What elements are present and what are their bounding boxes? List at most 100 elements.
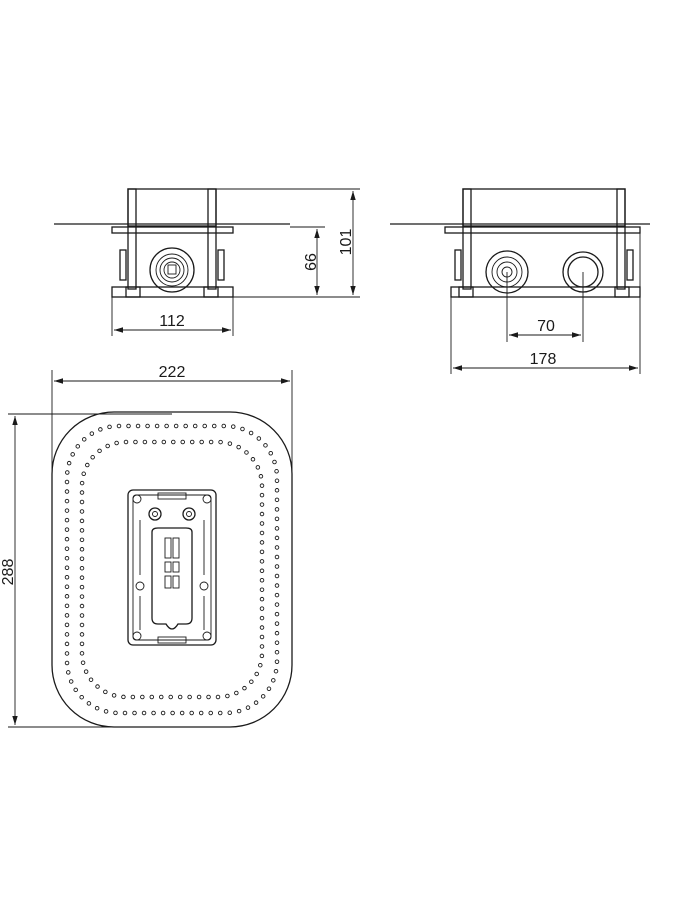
perforation-dot (259, 502, 265, 507)
perforation-dot (79, 537, 85, 543)
perforation-dot (79, 575, 85, 580)
perforation-dot (187, 694, 192, 700)
perforation-dot (211, 423, 217, 429)
perforation-dot (145, 423, 150, 429)
perforation-dot (274, 640, 280, 645)
plan-view: 222 288 (0, 364, 293, 728)
perforation-dots (64, 423, 280, 716)
perforation-dot (274, 659, 280, 664)
perforation-dot (198, 710, 204, 716)
perforation-dot (66, 670, 71, 675)
perforation-dot (274, 488, 280, 493)
perforation-dot (64, 603, 70, 609)
dimension-222: 222 (159, 364, 186, 381)
perforation-dot (240, 426, 245, 432)
perforation-dot (274, 573, 280, 579)
perforation-dot (79, 603, 85, 609)
perforation-dot (259, 540, 265, 545)
perforation-dot (142, 439, 148, 445)
perforation-dot (274, 602, 280, 607)
perforation-dot (170, 710, 175, 716)
perforation-dot (260, 694, 266, 699)
perforation-dot (86, 701, 92, 706)
perforation-dot (64, 651, 70, 656)
perforation-dot (80, 660, 86, 665)
perforation-dot (227, 710, 233, 716)
perforation-dot (227, 441, 233, 446)
perforation-dot (64, 546, 70, 551)
perforation-dot (64, 555, 70, 561)
dimension-70: 70 (537, 318, 555, 335)
perforation-dot (274, 611, 280, 617)
perforation-dot (152, 439, 157, 445)
perforation-dot (274, 516, 280, 522)
perforation-dot (90, 455, 95, 460)
perforation-dot (64, 632, 70, 637)
perforation-dot (259, 596, 265, 602)
perforation-dot (274, 469, 279, 474)
perforation-dot (133, 439, 138, 445)
perforation-dot (259, 530, 265, 536)
perforation-dot (81, 437, 87, 442)
perforation-dot (73, 687, 78, 693)
perforation-dot (231, 424, 236, 429)
dimension-112: 112 (159, 313, 185, 330)
perforation-dot (64, 565, 70, 570)
perforation-dot (263, 443, 268, 448)
perforation-dot (196, 694, 202, 700)
perforation-dot (274, 535, 280, 541)
perforation-dot (159, 694, 164, 700)
perforation-dot (79, 651, 85, 656)
perforation-dot (259, 511, 265, 517)
perforation-dot (107, 424, 112, 430)
perforation-dot (79, 499, 85, 505)
perforation-dot (179, 710, 185, 716)
perforation-dot (250, 457, 256, 462)
perforation-dot (259, 578, 265, 583)
perforation-dot (135, 423, 141, 429)
perforation-dot (130, 694, 136, 700)
dimension-178: 178 (530, 351, 557, 368)
perforation-dot (97, 448, 102, 454)
perforation-dot (114, 440, 119, 446)
perforation-dot (271, 678, 276, 683)
perforation-dot (274, 545, 280, 550)
perforation-dot (116, 423, 122, 429)
perforation-dot (95, 684, 100, 689)
perforation-dot (189, 710, 194, 716)
perforation-dot (64, 489, 70, 494)
perforation-dot (273, 668, 279, 674)
perforation-dot (105, 443, 110, 449)
perforation-dot (259, 606, 265, 611)
perforation-dot (259, 615, 265, 621)
perforation-dot (154, 423, 160, 429)
perforation-dot (66, 460, 72, 466)
perforation-dot (79, 632, 85, 637)
perforation-dot (274, 526, 280, 531)
perforation-dot (256, 436, 262, 441)
perforation-dot (255, 465, 261, 470)
perforation-dot (259, 644, 265, 649)
perforation-dot (254, 671, 259, 677)
perforation-dot (259, 559, 265, 564)
perforation-dot (242, 685, 247, 691)
perforation-dot (79, 613, 85, 618)
perforation-dot (245, 705, 251, 710)
perforation-dot (161, 439, 167, 445)
perforation-dot (274, 497, 280, 503)
perforation-dot (189, 439, 195, 445)
perforation-dot (79, 509, 85, 514)
perforation-dot (259, 587, 265, 592)
perforation-dot (75, 444, 81, 449)
perforation-dot (64, 479, 70, 485)
perforation-dot (140, 694, 145, 700)
perforation-dot (64, 517, 70, 523)
perforation-dot (221, 423, 227, 429)
perforation-dot (64, 536, 70, 542)
perforation-dot (183, 423, 188, 429)
perforation-dot (79, 518, 85, 524)
perforation-dot (164, 423, 169, 429)
perforation-dot (259, 568, 265, 574)
perforation-dot (206, 694, 211, 700)
